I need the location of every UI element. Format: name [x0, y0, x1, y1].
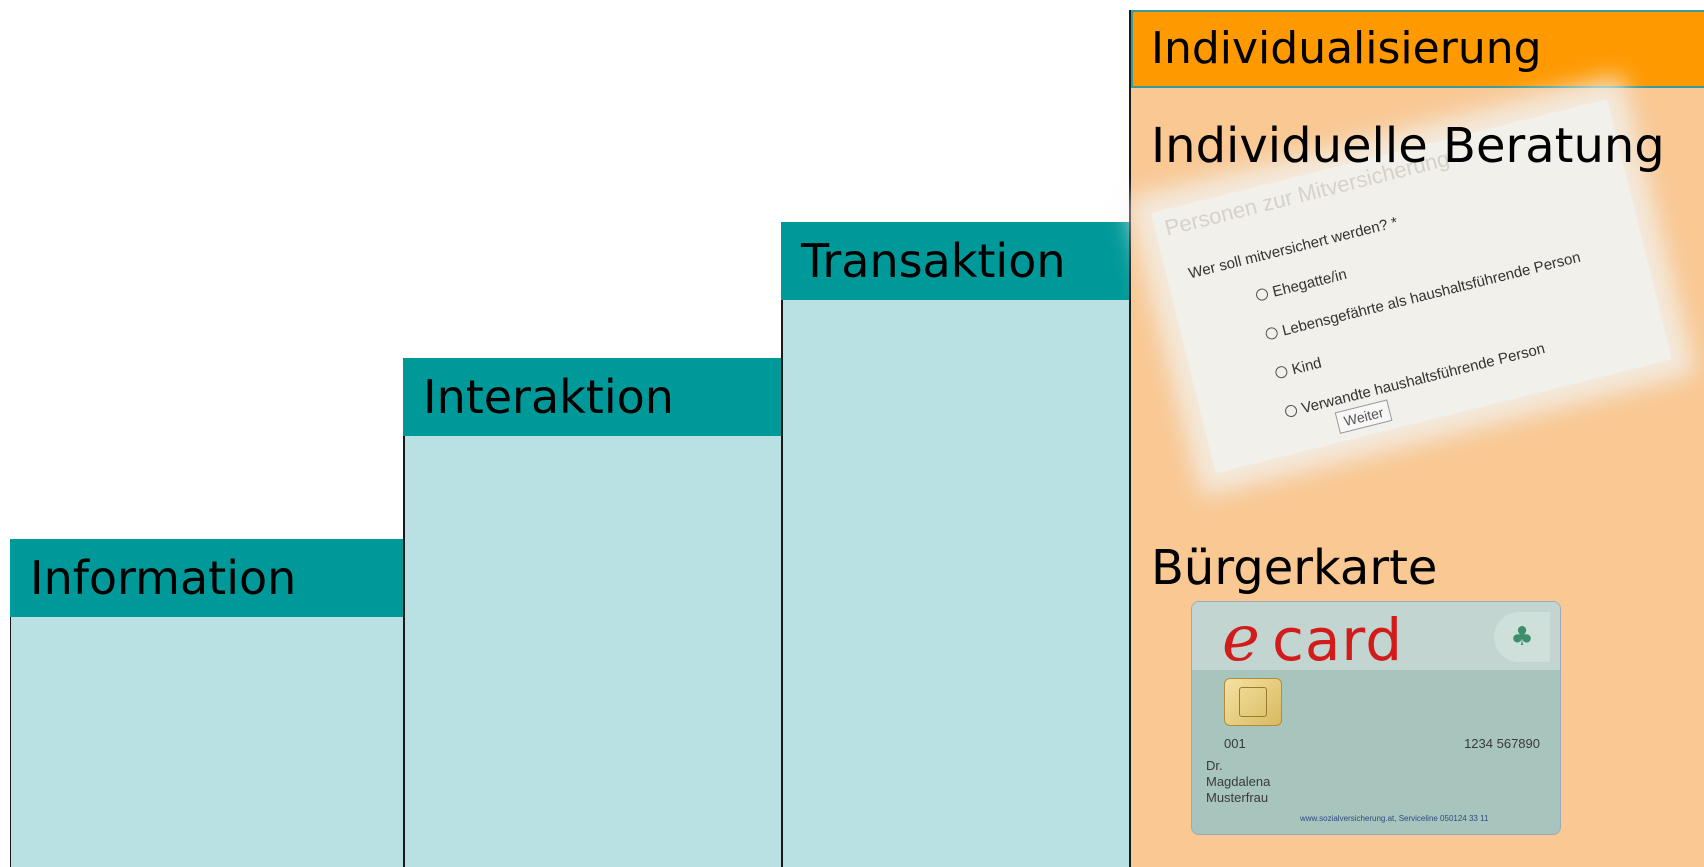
step-transaktion-column	[781, 300, 1131, 867]
form-option[interactable]: Kind	[1274, 354, 1324, 382]
form-option[interactable]: Ehegatte/in	[1254, 265, 1349, 305]
step-transaktion: Transaktion	[781, 222, 1131, 867]
ecard-name-line: Dr.	[1206, 758, 1223, 773]
ecard-image: e card ♣ 001 1234 567890 Dr. Magdalena M…	[1191, 601, 1561, 835]
form-option[interactable]: Lebensgefährte als haushaltsführende Per…	[1264, 249, 1582, 344]
ecard-name-line: Magdalena	[1206, 774, 1271, 789]
ecard-name-line: Musterfrau	[1206, 790, 1269, 805]
step-interaktion-column	[403, 436, 783, 867]
ecard-holder-name: Dr. Magdalena Musterfrau	[1206, 758, 1270, 806]
step-interaktion: Interaktion	[403, 358, 783, 867]
ecard-number-right: 1234 567890	[1464, 736, 1540, 751]
step-information-column	[10, 617, 406, 867]
form-option-label: Lebensgefährte als haushaltsführende Per…	[1280, 248, 1583, 340]
ecard-logo-e: e	[1222, 602, 1260, 676]
form-option-label: Ehegatte/in	[1270, 265, 1349, 301]
sozialversicherung-icon: ♣	[1494, 612, 1550, 662]
ecard-number-left: 001	[1224, 736, 1246, 751]
radio-icon[interactable]	[1283, 403, 1299, 419]
step-individualisierung-label: Individualisierung	[1131, 10, 1704, 88]
subtitle-buergerkarte: Bürgerkarte	[1151, 540, 1438, 596]
radio-icon[interactable]	[1264, 326, 1279, 341]
step-interaktion-label: Interaktion	[403, 358, 783, 436]
ecard-logo-card: card	[1272, 606, 1404, 674]
radio-icon[interactable]	[1274, 364, 1289, 380]
form-option-label: Kind	[1290, 354, 1324, 379]
subtitle-individuelle-beratung: Individuelle Beratung	[1151, 118, 1665, 174]
step-information-label: Information	[10, 539, 406, 617]
step-information: Information	[10, 539, 406, 867]
radio-icon[interactable]	[1254, 287, 1270, 302]
chip-icon	[1224, 678, 1282, 726]
step-transaktion-label: Transaktion	[781, 222, 1131, 300]
ecard-footer: www.sozialversicherung.at, Serviceline 0…	[1300, 814, 1489, 823]
